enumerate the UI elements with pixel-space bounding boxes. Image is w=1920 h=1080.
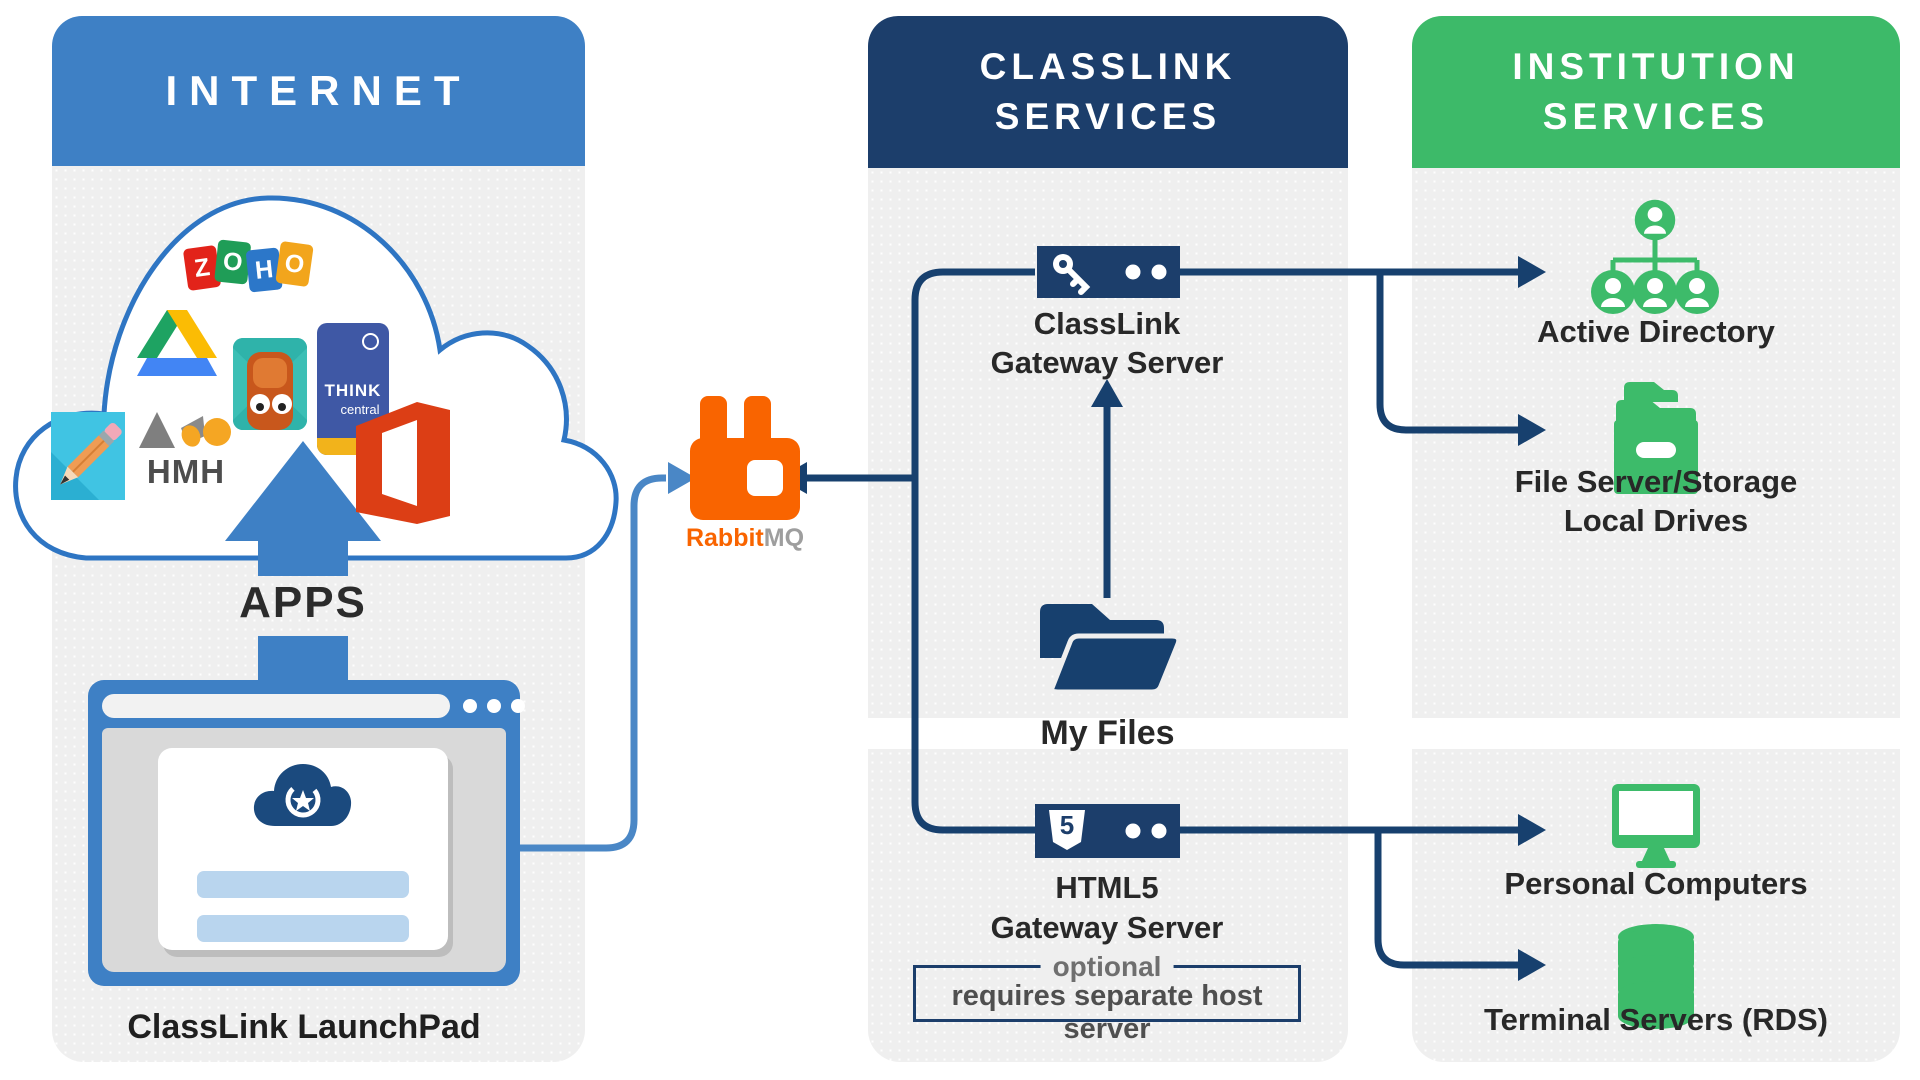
key-icon xyxy=(1053,254,1091,295)
thinkcentral-icon: THINK central xyxy=(317,323,389,455)
html5-server-label: HTML5 Gateway Server xyxy=(957,868,1257,948)
classlink-title-line1: CLASSLINK xyxy=(979,46,1237,88)
compass-icon xyxy=(362,333,379,350)
optional-note: requires separate host server xyxy=(951,980,1263,1045)
pencil-app-icon xyxy=(51,412,125,505)
classlink-gateway-server-icon xyxy=(1037,246,1180,298)
rabbitmq-label-mq: MQ xyxy=(763,524,805,552)
optional-note-box: optional requires separate host server xyxy=(913,950,1301,1045)
apps-label: APPS xyxy=(239,578,367,627)
rabbitmq-label-rabbit: Rabbit xyxy=(685,524,764,552)
file-server-label: File Server/Storage Local Drives xyxy=(1476,462,1836,540)
my-files-label: My Files xyxy=(1040,714,1175,752)
institution-title-line2: SERVICES xyxy=(1542,96,1770,137)
launchpad-menu-bar xyxy=(197,871,409,898)
arrow-personal-computers xyxy=(1518,814,1546,846)
launchpad-label: ClassLink LaunchPad xyxy=(127,1008,481,1046)
server-dot xyxy=(1151,264,1167,280)
active-directory-icon xyxy=(1591,199,1719,314)
file-server-label-line1: File Server/Storage xyxy=(1514,464,1798,499)
zoho-letter-o2: O xyxy=(275,240,314,288)
window-dot xyxy=(463,699,477,713)
server-dot xyxy=(1151,823,1167,839)
gateway-label-line1: ClassLink xyxy=(1033,306,1181,341)
hmh-logo: HMH xyxy=(139,410,233,490)
thinkcentral-label-think: THINK xyxy=(324,381,382,400)
thinkcentral-label-central: central xyxy=(340,402,380,417)
rabbitmq-label: RabbitMQ xyxy=(645,524,845,553)
html5-label-line1: HTML5 xyxy=(1055,870,1159,905)
window-dot xyxy=(511,699,525,713)
launchpad-card xyxy=(158,748,448,950)
terminal-servers-label: Terminal Servers (RDS) xyxy=(1484,1002,1828,1037)
brainpop-icon xyxy=(233,338,307,430)
file-server-icon xyxy=(1614,382,1698,494)
monitor-icon xyxy=(1612,784,1700,868)
arrow-into-rabbitmq-blue xyxy=(668,462,696,494)
google-drive-icon xyxy=(133,306,221,387)
file-server-label-line2: Local Drives xyxy=(1563,503,1749,538)
connector-trunk xyxy=(911,268,1035,834)
active-directory-label: Active Directory xyxy=(1537,314,1775,349)
address-bar xyxy=(102,694,450,718)
html5-shield-icon xyxy=(1049,810,1085,850)
arrow-file-server xyxy=(1518,414,1546,446)
office-icon xyxy=(356,400,450,531)
classlink-services-header: CLASSLINK SERVICES xyxy=(868,16,1348,168)
connector-branch-file-server xyxy=(1376,272,1518,434)
gateway-server-label: ClassLink Gateway Server xyxy=(957,304,1257,382)
launchpad-browser-window xyxy=(88,680,525,986)
window-content xyxy=(102,728,506,972)
hmh-label: HMH xyxy=(146,453,226,490)
internet-header: INTERNET xyxy=(52,16,585,166)
gateway-label-line2: Gateway Server xyxy=(990,345,1224,380)
optional-label: optional xyxy=(1040,950,1174,984)
institution-services-header: INSTITUTION SERVICES xyxy=(1412,16,1900,168)
html5-gateway-server-icon xyxy=(1035,804,1180,858)
server-dot xyxy=(1125,823,1141,839)
classlink-title-line2: SERVICES xyxy=(994,96,1222,137)
apps-arrow xyxy=(225,441,381,684)
window-dot xyxy=(487,699,501,713)
my-files-folder-icon xyxy=(1040,604,1182,695)
html5-shield-digit: 5 xyxy=(1059,810,1075,840)
server-dot xyxy=(1125,264,1141,280)
database-icon xyxy=(1618,924,1694,1029)
internet-title: INTERNET xyxy=(165,67,472,114)
cloud-shape xyxy=(13,195,619,561)
rabbitmq-icon xyxy=(690,396,800,520)
connector-branch-terminal xyxy=(1374,830,1518,969)
classlink-logo xyxy=(253,764,352,826)
personal-computers-label: Personal Computers xyxy=(1504,866,1808,901)
institution-upper-panel xyxy=(1412,168,1900,718)
arrow-up-gateway xyxy=(1091,379,1123,407)
arrow-active-directory xyxy=(1518,256,1546,288)
institution-title-line1: INSTITUTION xyxy=(1512,46,1800,88)
arrow-terminal-servers xyxy=(1518,949,1546,981)
connector-launchpad-to-rabbitmq xyxy=(520,474,666,852)
launchpad-menu-bar xyxy=(197,915,409,942)
classlink-lower-panel xyxy=(868,749,1348,1062)
html5-label-line2: Gateway Server xyxy=(990,910,1224,945)
